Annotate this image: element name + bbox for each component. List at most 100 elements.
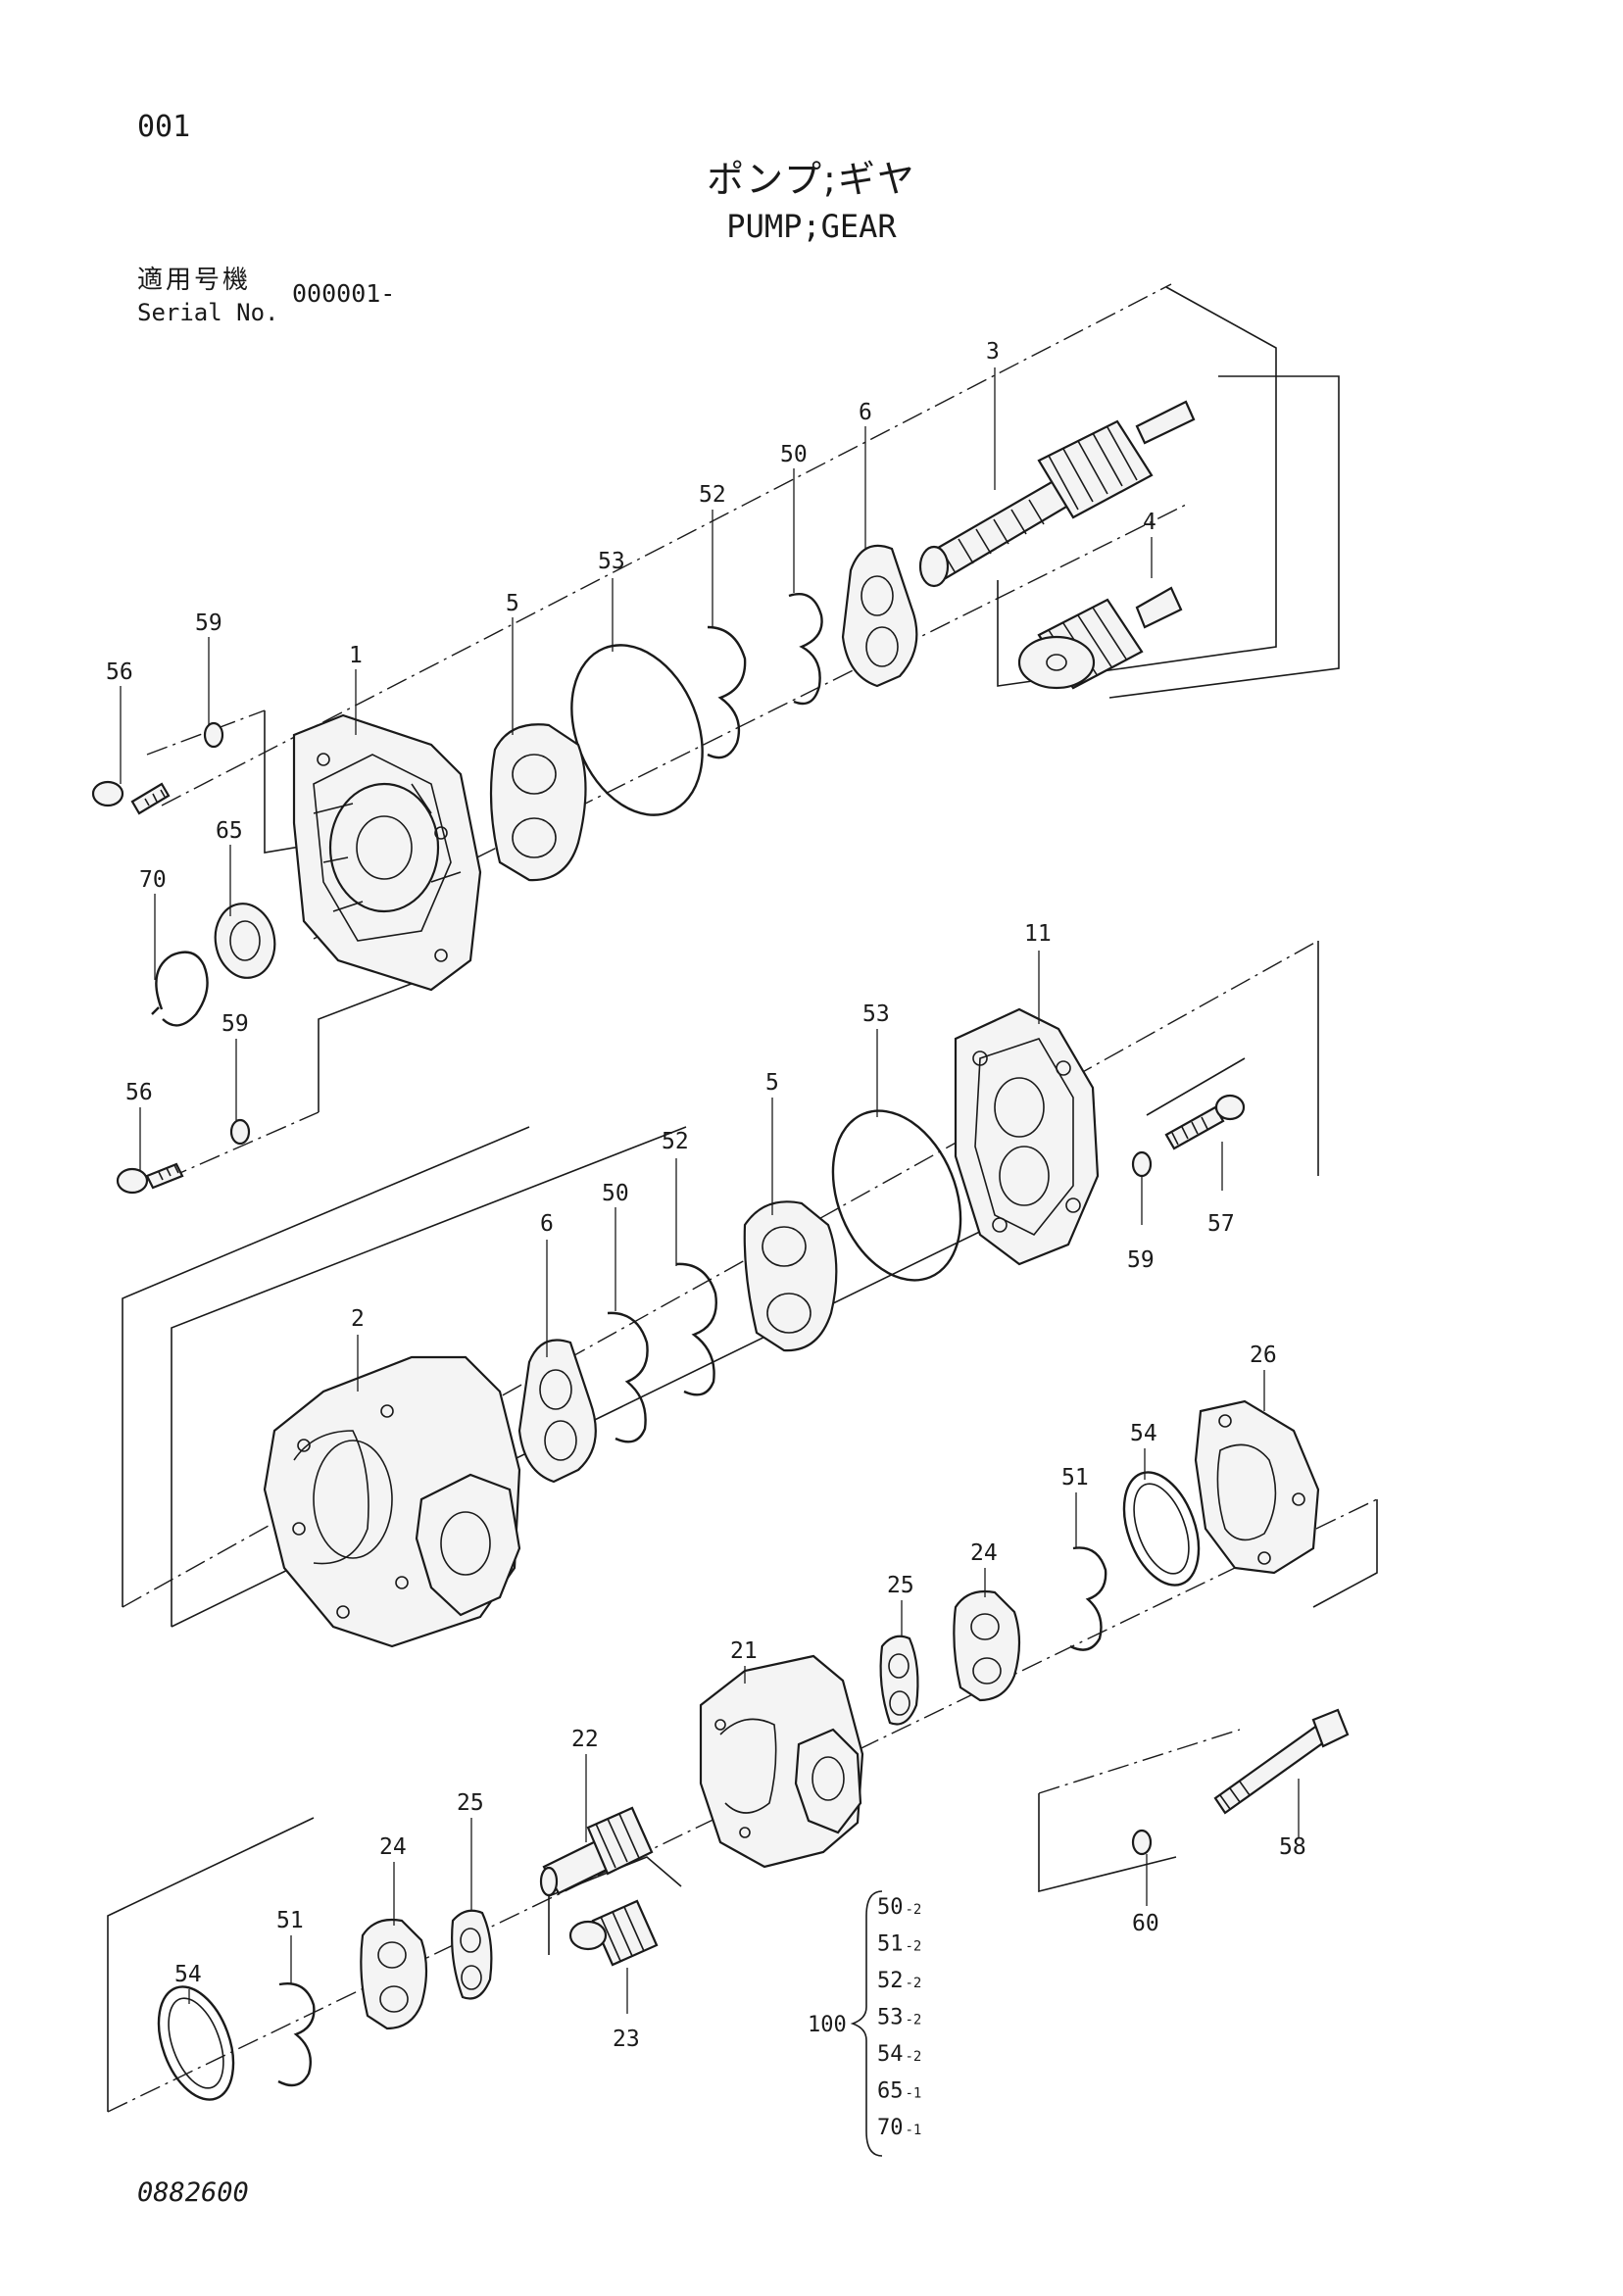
callout-70: 70 (139, 867, 167, 893)
side-plate-upper (841, 544, 918, 688)
plate-25-right (879, 1635, 919, 1726)
backup-ring-51-right (1069, 1546, 1107, 1651)
seal-50-upper (788, 593, 823, 706)
plate-25-left (451, 1909, 493, 2000)
bolt-58 (1213, 1708, 1350, 1815)
callout-2: 2 (351, 1306, 365, 1332)
kit-number: 100 (808, 2013, 847, 2037)
callout-54-left: 54 (174, 1962, 202, 1987)
frame-gear-pair (548, 1856, 682, 1955)
frame-body-left (171, 1126, 687, 1627)
backup-ring-51-left (277, 1982, 316, 2087)
serial-number-value: 000001- (292, 279, 396, 308)
rear-cover (954, 1007, 1100, 1266)
callout-52-upper: 52 (699, 482, 726, 508)
kit-item-65: 65-1 (877, 2079, 921, 2104)
seal-50-middle (607, 1311, 649, 1443)
gear-shaft-22 (539, 1806, 654, 1897)
callout-50-middle: 50 (602, 1181, 629, 1206)
callout-22: 22 (571, 1727, 599, 1752)
kit-item-51: 51-2 (877, 1932, 921, 1957)
bolt-56-upper (91, 780, 171, 815)
driven-gear (1017, 586, 1183, 690)
frame-bolt-58 (1038, 1793, 1177, 1893)
callout-56-lower: 56 (125, 1080, 153, 1105)
leader-lines (120, 367, 1300, 2014)
callout-11: 11 (1024, 921, 1052, 947)
callout-52-middle: 52 (662, 1129, 689, 1154)
callout-25-left: 25 (457, 1790, 484, 1816)
centerline-bolt-upper (146, 709, 266, 756)
callout-4: 4 (1143, 510, 1156, 535)
frame-shaft-lower (1108, 375, 1340, 699)
callout-5-upper: 5 (506, 591, 519, 616)
kit-bracket (850, 1890, 883, 2157)
bushing-5-middle (743, 1200, 838, 1352)
kit-item-50: 50-2 (877, 1895, 921, 1920)
washer-60 (1131, 1829, 1153, 1856)
backup-ring-52-upper (707, 625, 747, 759)
callout-51-left: 51 (276, 1908, 304, 1933)
washer-59-a (203, 721, 224, 749)
snap-ring-70 (151, 951, 209, 1027)
rear-body (699, 1654, 864, 1869)
callout-65: 65 (216, 818, 243, 844)
callout-60: 60 (1132, 1911, 1159, 1936)
kit-list: 100 50-251-252-253-254-265-170-1 (808, 1895, 921, 2140)
callout-59-a: 59 (195, 611, 222, 636)
oil-seal-65 (214, 903, 276, 979)
callout-54-right: 54 (1130, 1421, 1157, 1446)
frame-middle-left (122, 1126, 530, 1607)
callout-24-right: 24 (970, 1540, 998, 1566)
bushing-24-left (360, 1918, 428, 2030)
callout-23: 23 (613, 2027, 640, 2052)
gear-shaft-23 (568, 1899, 659, 1967)
centerline-bolt-58 (1038, 1729, 1241, 1794)
callout-1: 1 (349, 643, 363, 668)
callout-6-middle: 6 (540, 1211, 554, 1237)
callout-6-upper: 6 (859, 400, 872, 425)
washer-59-b (229, 1118, 251, 1146)
pump-body (263, 1355, 521, 1648)
bolt-57 (1164, 1094, 1246, 1150)
backup-ring-52-middle (675, 1262, 717, 1396)
serial-label-japanese: 適用号機 (137, 266, 252, 295)
kit-item-54: 54-2 (877, 2042, 921, 2067)
bushing-5-upper (489, 723, 587, 882)
frame-bottom-left (107, 1817, 315, 2112)
callout-21: 21 (730, 1638, 758, 1664)
callout-25-right: 25 (887, 1573, 914, 1598)
bushing-24-right (953, 1589, 1021, 1702)
page-number: 001 (137, 110, 191, 144)
frame-bolt-lower (318, 979, 422, 1112)
callout-26: 26 (1250, 1343, 1277, 1368)
centerline-bolt-lower (166, 1111, 320, 1180)
frame-shaft-upper (997, 286, 1277, 687)
callout-53-upper: 53 (598, 549, 625, 574)
kit-items: 50-251-252-253-254-265-170-1 (877, 1895, 921, 2140)
frame-body-right (1146, 1057, 1246, 1116)
end-cover (1194, 1399, 1320, 1575)
bolt-56-lower (116, 1162, 184, 1195)
callout-50-upper: 50 (780, 442, 808, 467)
callout-24-left: 24 (379, 1834, 407, 1860)
seal-54-right (1122, 1471, 1201, 1587)
serial-label-english: Serial No. (137, 299, 279, 326)
callout-5-middle: 5 (765, 1070, 779, 1096)
callout-labels: 3 4 6 50 52 53 5 1 59 56 65 70 59 56 11 … (106, 339, 1306, 2052)
callout-3: 3 (986, 339, 1000, 365)
callout-58: 58 (1279, 1834, 1306, 1860)
title-english: PUMP;GEAR (726, 208, 897, 245)
kit-item-53: 53-2 (877, 2006, 921, 2030)
title-japanese: ポンプ;ギヤ (707, 158, 916, 201)
callout-57: 57 (1207, 1211, 1235, 1237)
frame-bottom-right (1312, 1499, 1378, 1608)
callout-56-upper: 56 (106, 659, 133, 685)
oring-53-middle (831, 1109, 962, 1282)
callout-59-c: 59 (1127, 1247, 1155, 1273)
seal-54-left (157, 1985, 235, 2101)
front-cover (292, 713, 482, 992)
drawing-number: 0882600 (137, 2177, 249, 2208)
